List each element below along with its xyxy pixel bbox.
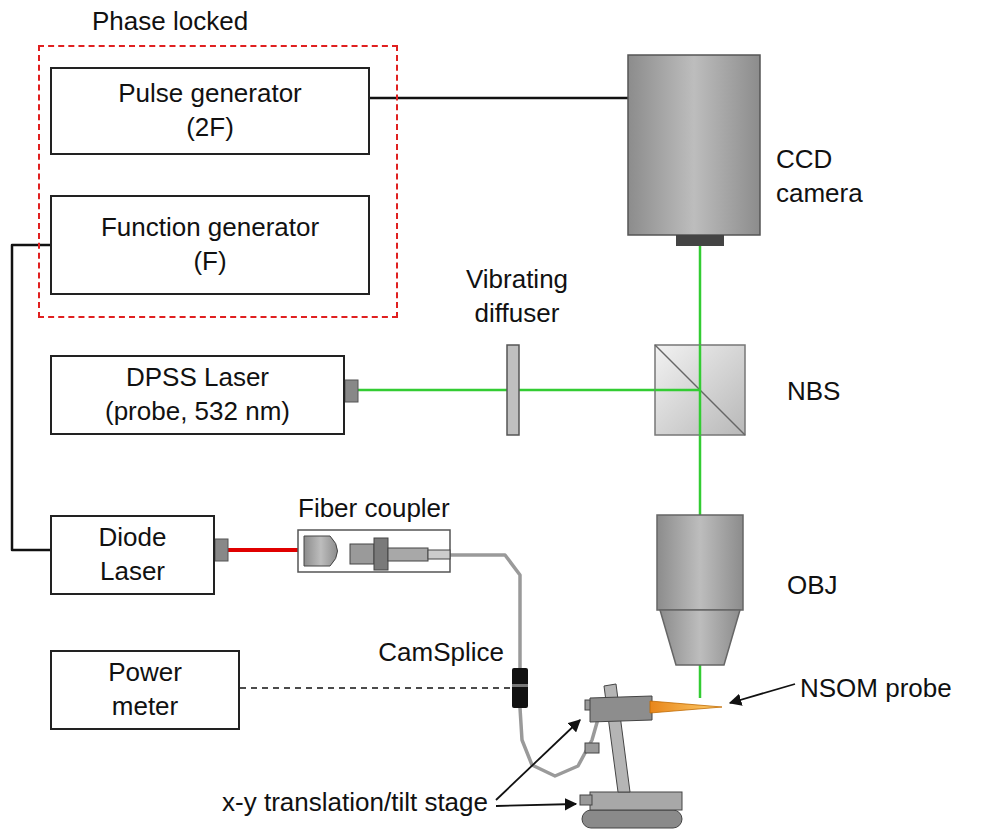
vibrating-diffuser: Vibrating diffuser <box>507 345 519 435</box>
beam-splitter-cube <box>655 345 745 435</box>
part-label: OBJ <box>787 569 838 603</box>
connector <box>240 687 512 689</box>
fiber-coupler: Fiber coupler <box>298 530 450 572</box>
diode-laser-box: Diode Laser <box>50 515 215 595</box>
coupler-housing <box>298 530 450 572</box>
function-generator-box: Function generator (F) <box>50 195 370 295</box>
box-label: Pulse generator (2F) <box>100 77 320 145</box>
leader-line <box>496 804 576 806</box>
beam-path <box>699 345 702 435</box>
splice-band <box>512 684 528 687</box>
fiber-ferrule <box>428 550 450 559</box>
connector <box>370 97 628 100</box>
connector <box>345 389 507 392</box>
part-label: Fiber coupler <box>298 492 450 526</box>
phase-lock-group: Phase lockedPulse generator (2F)Function… <box>38 45 398 318</box>
leader-line <box>730 684 795 703</box>
box-label: DPSS Laser (probe, 532 nm) <box>98 361 298 429</box>
part-label: CCD camera <box>776 143 886 211</box>
camera-body <box>628 55 760 235</box>
connector <box>12 245 50 550</box>
ccd-camera: CCD camera <box>628 55 760 235</box>
connector <box>519 389 655 392</box>
stage-base <box>590 792 682 810</box>
fiber-ferrule <box>374 538 388 570</box>
camsplice: CamSplice <box>512 668 528 708</box>
box-label: Power meter <box>95 656 195 724</box>
connector <box>699 235 702 345</box>
diffuser-plate <box>507 345 519 435</box>
connector <box>699 665 702 698</box>
box-label: Diode Laser <box>83 521 183 589</box>
beam-splitter: NBS <box>655 345 745 435</box>
power-meter-box: Power meter <box>50 650 240 730</box>
objective-nose <box>660 610 740 665</box>
splice-body <box>512 668 528 708</box>
probe-holder <box>590 696 652 722</box>
box-label: Function generator (F) <box>100 211 320 279</box>
laser-aperture <box>215 539 228 561</box>
objective-body <box>657 515 743 610</box>
probe-tip <box>650 701 722 713</box>
camera-lens-mount <box>676 235 724 246</box>
part-label: NSOM probe <box>800 672 952 706</box>
beam-path <box>655 389 700 392</box>
part-label: Phase locked <box>92 5 248 39</box>
pulse-generator-box: Pulse generator (2F) <box>50 67 370 155</box>
connector <box>699 435 702 515</box>
stage-base-roller <box>582 810 682 828</box>
splitter-diagonal <box>655 345 745 435</box>
leader-line <box>496 720 580 800</box>
adjuster-knob <box>580 795 592 805</box>
adjuster-knob <box>585 743 599 753</box>
objective: OBJ <box>657 515 743 665</box>
part-label: Vibrating diffuser <box>447 263 587 331</box>
nsom-probe: NSOM probe <box>650 698 722 716</box>
fiber-ferrule <box>388 548 428 561</box>
fiber-ferrule <box>350 544 374 564</box>
part-label: NBS <box>787 375 840 409</box>
laser-aperture <box>345 380 358 402</box>
part-label: CamSplice <box>378 636 504 670</box>
dpss-laser-box: DPSS Laser (probe, 532 nm) <box>50 355 345 435</box>
part-label: x-y translation/tilt stage <box>222 786 488 820</box>
coupler-lens <box>304 536 338 566</box>
